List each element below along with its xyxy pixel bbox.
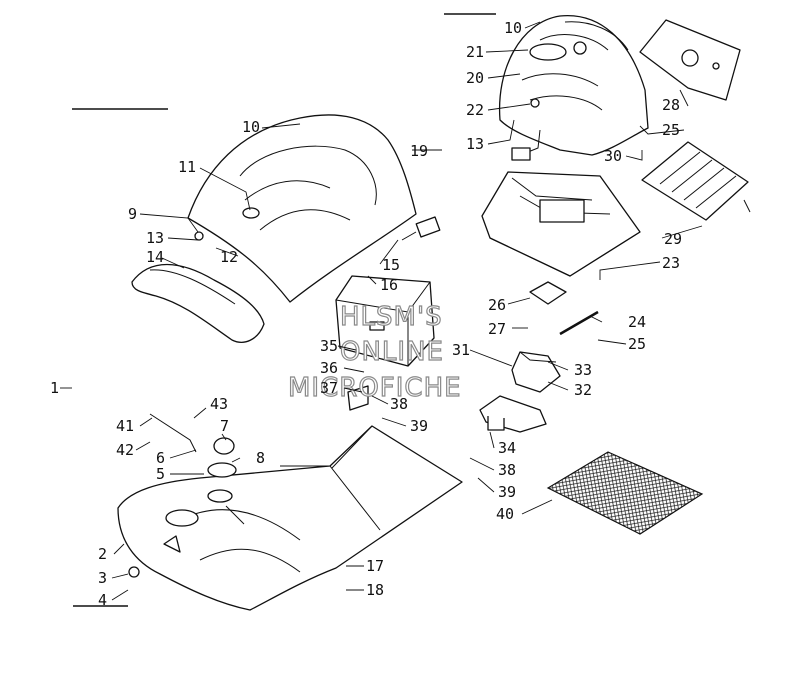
callout-41: 41 [116,417,134,435]
callout-7: 7 [220,417,229,435]
callout-23: 23 [662,254,680,272]
latch-bracket [479,395,547,433]
callout-10a: 10 [504,19,522,37]
callout-27: 27 [488,320,506,338]
callout-35: 35 [320,337,338,355]
floor-mat [641,141,751,221]
callout-30: 30 [604,147,622,165]
callout-1: 1 [50,379,59,397]
fuel-tank [117,413,463,611]
callout-38a: 38 [390,395,408,413]
callout-6: 6 [156,449,165,467]
callout-11: 11 [178,158,196,176]
callout-5: 5 [156,465,165,483]
callout-21: 21 [466,43,484,61]
callout-31: 31 [452,341,470,359]
battery-box [335,275,435,367]
callout-42: 42 [116,441,134,459]
callout-19: 19 [410,142,428,160]
rod [559,310,599,336]
mount-plate [529,281,567,305]
callout-43: 43 [210,395,228,413]
callout-labels: 10 21 20 22 13 28 25 30 29 23 10 11 19 9… [50,19,682,609]
callout-25a: 25 [662,121,680,139]
main-seat [187,114,441,303]
callout-2: 2 [98,545,107,563]
callout-29: 29 [664,230,682,248]
callout-4: 4 [98,591,107,609]
hinge-bracket [511,351,561,393]
callout-12: 12 [220,248,238,266]
watermark-line-1: HLSM'S [340,302,443,332]
callout-3: 3 [98,569,107,587]
callout-16: 16 [380,276,398,294]
callout-13b: 13 [146,229,164,247]
callout-37: 37 [320,379,338,397]
callout-8: 8 [256,449,265,467]
callout-18: 18 [366,581,384,599]
callout-13a: 13 [466,135,484,153]
leader-lines [60,21,703,601]
front-cover [131,263,265,343]
callout-28: 28 [662,96,680,114]
watermark-line-2: ONLINE [340,337,444,367]
watermark-line-3: MICROFICHE [288,373,462,403]
callout-15: 15 [382,256,400,274]
small-bracket [347,385,369,411]
callout-24: 24 [628,313,646,331]
callout-38b: 38 [498,461,516,479]
callout-25b: 25 [628,335,646,353]
mesh-screen [546,451,704,535]
callout-34: 34 [498,439,516,457]
rear-seat-cover [498,15,649,161]
watermark: HLSM'S ONLINE MICROFICHE [287,301,462,403]
storage-tray [481,171,641,277]
callout-14: 14 [146,248,164,266]
callout-40: 40 [496,505,514,523]
callout-32: 32 [574,381,592,399]
callout-36: 36 [320,359,338,377]
callout-39a: 39 [410,417,428,435]
callout-33: 33 [574,361,592,379]
callout-22: 22 [466,101,484,119]
callout-20: 20 [466,69,484,87]
callout-17: 17 [366,557,384,575]
rear-plate [639,19,741,101]
callout-39b: 39 [498,483,516,501]
callout-9: 9 [128,205,137,223]
callout-10b: 10 [242,118,260,136]
callout-26: 26 [488,296,506,314]
